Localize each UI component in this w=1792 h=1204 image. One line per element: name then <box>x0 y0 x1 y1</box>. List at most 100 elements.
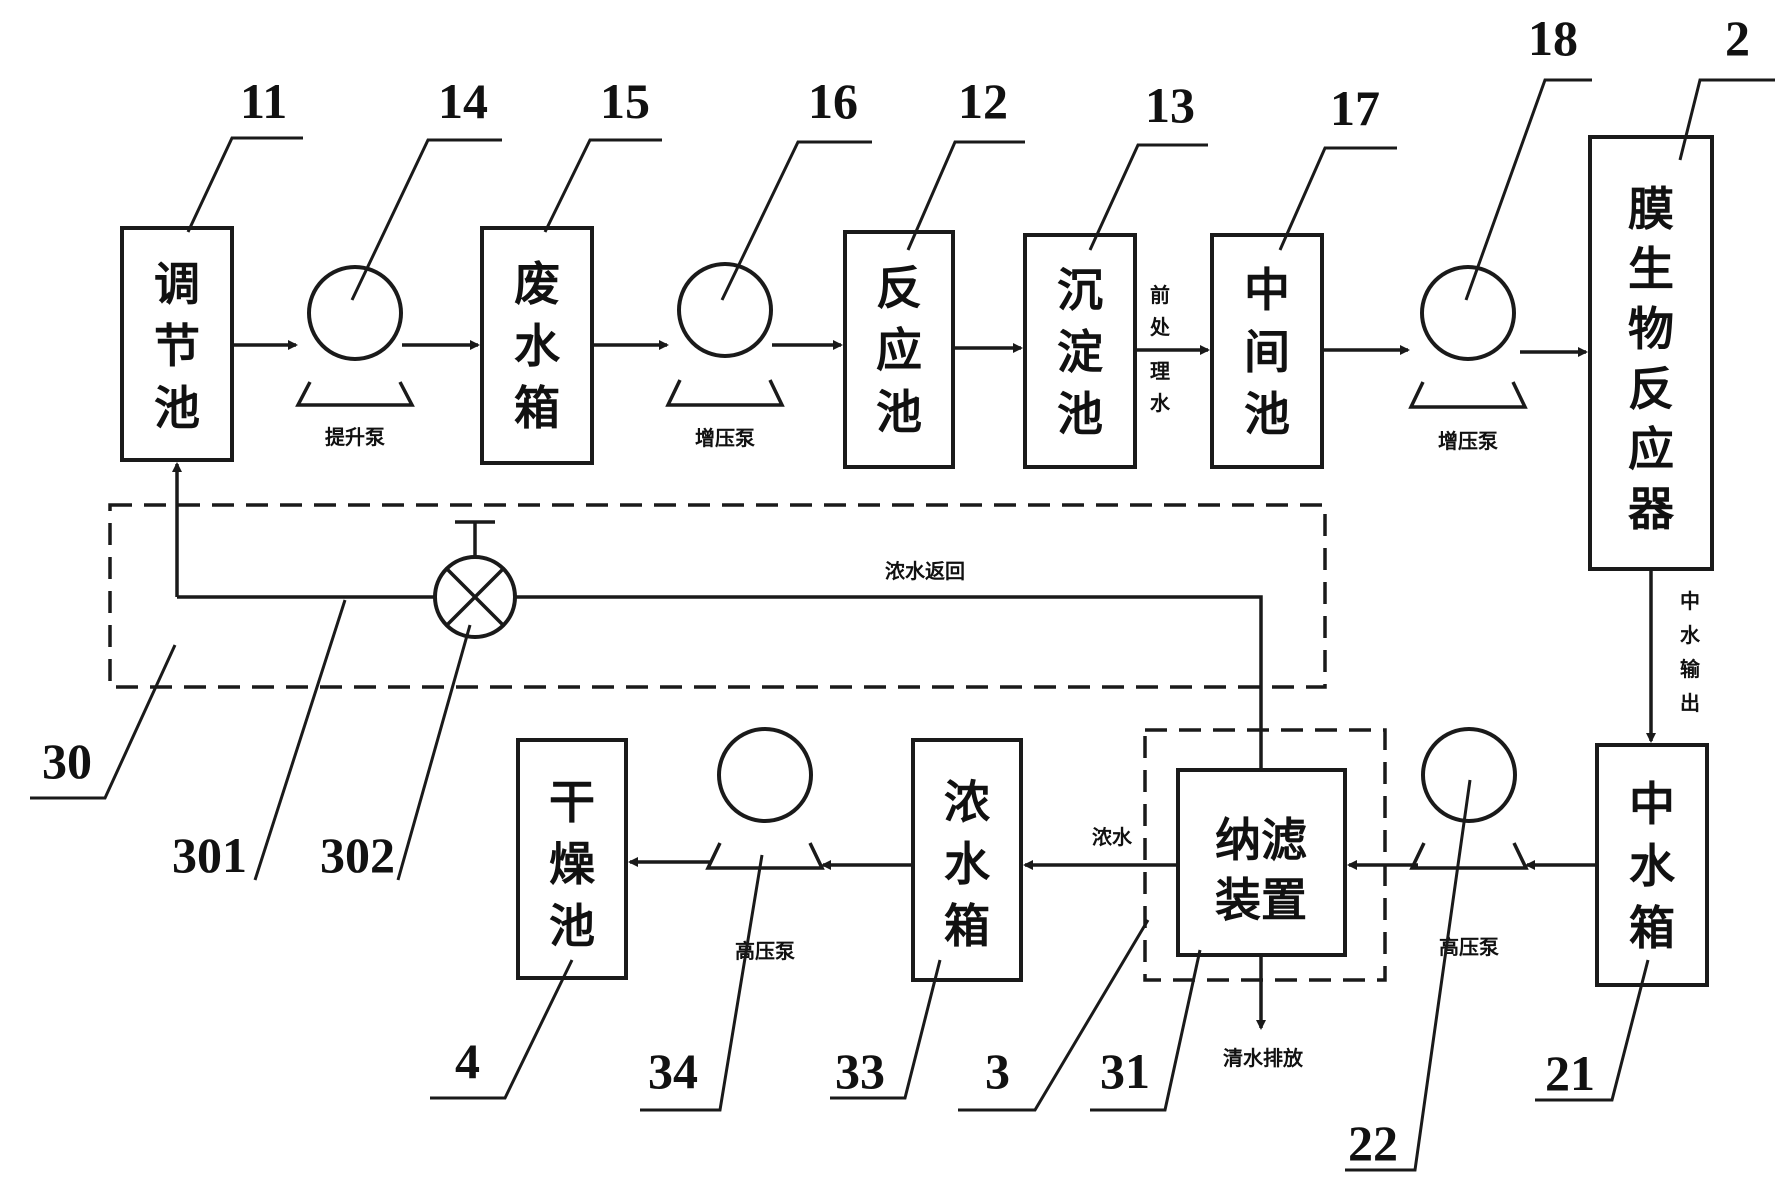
svg-text:物: 物 <box>1628 302 1674 356</box>
svg-text:生: 生 <box>1628 242 1674 296</box>
ref-4: 4 <box>430 959 574 1100</box>
svg-text:节: 节 <box>154 319 200 373</box>
concentrate-return-unit-boundary <box>108 503 1327 689</box>
booster-pump-16: 增压泵 <box>665 262 785 450</box>
nanofiltration-unit-boundary <box>1143 728 1387 982</box>
svg-text:33: 33 <box>835 1043 885 1099</box>
svg-text:水: 水 <box>1629 839 1676 893</box>
drying-tank: 干 燥 池 <box>516 738 628 980</box>
ref-21: 21 <box>1535 959 1650 1102</box>
svg-text:13: 13 <box>1145 77 1195 133</box>
svg-text:池: 池 <box>1057 387 1103 441</box>
svg-text:池: 池 <box>1244 387 1290 441</box>
ref-22: 22 <box>1345 779 1472 1172</box>
ref-15: 15 <box>543 73 662 233</box>
reclaimed-output-label-3: 输 <box>1680 657 1701 681</box>
ref-34: 34 <box>640 854 764 1112</box>
svg-text:2: 2 <box>1725 10 1750 66</box>
svg-text:淀: 淀 <box>1057 325 1103 379</box>
ref-301: 301 <box>172 599 347 883</box>
svg-text:水: 水 <box>944 837 991 891</box>
svg-text:21: 21 <box>1545 1045 1595 1101</box>
ref-302: 302 <box>320 624 472 883</box>
ref-17: 17 <box>1278 80 1397 251</box>
svg-text:中: 中 <box>1244 263 1290 317</box>
svg-text:反: 反 <box>1628 362 1674 416</box>
svg-text:12: 12 <box>958 73 1008 129</box>
ref-33: 33 <box>830 959 942 1100</box>
svg-text:间: 间 <box>1244 325 1290 379</box>
reaction-tank: 反 应 池 <box>843 230 955 469</box>
svg-text:反: 反 <box>876 261 922 315</box>
svg-text:30: 30 <box>42 733 92 789</box>
svg-text:纳滤: 纳滤 <box>1215 813 1307 867</box>
svg-text:提升泵: 提升泵 <box>325 425 385 449</box>
svg-text:箱: 箱 <box>514 381 560 435</box>
svg-text:池: 池 <box>549 899 595 953</box>
svg-text:箱: 箱 <box>1629 901 1675 955</box>
reclaimed-output-label-2: 水 <box>1680 623 1701 647</box>
svg-text:16: 16 <box>808 73 858 129</box>
lift-pump: 提升泵 <box>295 265 415 449</box>
concentrate-tank: 浓 水 箱 <box>911 738 1023 982</box>
svg-text:增压泵: 增压泵 <box>1438 429 1498 453</box>
ref-12: 12 <box>906 73 1025 251</box>
svg-text:22: 22 <box>1348 1115 1398 1171</box>
ref-16: 16 <box>720 73 872 301</box>
ref-14: 14 <box>350 73 502 301</box>
svg-text:装置: 装置 <box>1215 873 1307 927</box>
booster-pump-18: 增压泵 <box>1408 265 1528 453</box>
pretreated-water-label-2: 处 <box>1149 315 1171 339</box>
svg-text:水: 水 <box>514 319 561 373</box>
svg-text:15: 15 <box>600 73 650 129</box>
high-pressure-pump-34: 高压泵 <box>705 727 825 963</box>
svg-text:11: 11 <box>240 73 287 129</box>
nanofiltration-device: 纳滤 装置 <box>1176 768 1347 957</box>
reclaimed-output-label-4: 出 <box>1680 691 1700 715</box>
svg-text:浓: 浓 <box>944 775 991 829</box>
svg-text:301: 301 <box>172 827 247 883</box>
svg-text:膜: 膜 <box>1628 182 1674 236</box>
svg-text:302: 302 <box>320 827 395 883</box>
ref-2: 2 <box>1678 10 1775 161</box>
wastewater-tank: 废 水 箱 <box>480 226 594 465</box>
svg-text:4: 4 <box>455 1033 480 1089</box>
concentrate-return-label: 浓水返回 <box>885 559 965 583</box>
ref-31: 31 <box>1090 949 1202 1112</box>
ref-18: 18 <box>1464 10 1592 301</box>
svg-text:应: 应 <box>876 323 922 377</box>
svg-text:14: 14 <box>438 73 488 129</box>
sedimentation-tank: 沉 淀 池 <box>1023 233 1137 469</box>
concentrate-return-line <box>515 595 1263 770</box>
clean-water-discharge-label: 清水排放 <box>1223 1046 1304 1070</box>
ref-30: 30 <box>30 644 177 800</box>
pretreated-water-label-3: 理 <box>1150 359 1170 383</box>
svg-text:调: 调 <box>154 257 200 311</box>
ref-11: 11 <box>186 73 303 233</box>
svg-text:器: 器 <box>1628 482 1675 536</box>
membrane-bioreactor: 膜 生 物 反 应 器 <box>1588 135 1714 571</box>
ref-13: 13 <box>1088 77 1208 251</box>
reclaimed-water-tank: 中 水 箱 <box>1595 743 1709 987</box>
svg-text:18: 18 <box>1528 10 1578 66</box>
pretreated-water-label-1: 前 <box>1150 283 1170 307</box>
svg-text:池: 池 <box>154 381 200 435</box>
svg-text:中: 中 <box>1629 777 1675 831</box>
reclaimed-output-label-1: 中 <box>1680 589 1700 613</box>
svg-text:增压泵: 增压泵 <box>695 426 755 450</box>
svg-text:沉: 沉 <box>1057 263 1103 317</box>
svg-text:应: 应 <box>1628 422 1674 476</box>
concentrate-label: 浓水 <box>1092 825 1133 849</box>
svg-text:干: 干 <box>549 775 595 829</box>
svg-text:箱: 箱 <box>944 899 990 953</box>
svg-text:池: 池 <box>876 385 922 439</box>
ref-3: 3 <box>958 919 1150 1112</box>
svg-text:34: 34 <box>648 1043 698 1099</box>
svg-text:17: 17 <box>1330 80 1380 136</box>
svg-text:31: 31 <box>1100 1043 1150 1099</box>
svg-text:3: 3 <box>985 1043 1010 1099</box>
high-pressure-pump-22: 高压泵 <box>1409 727 1529 959</box>
svg-text:废: 废 <box>514 257 560 311</box>
svg-text:燥: 燥 <box>549 837 596 891</box>
